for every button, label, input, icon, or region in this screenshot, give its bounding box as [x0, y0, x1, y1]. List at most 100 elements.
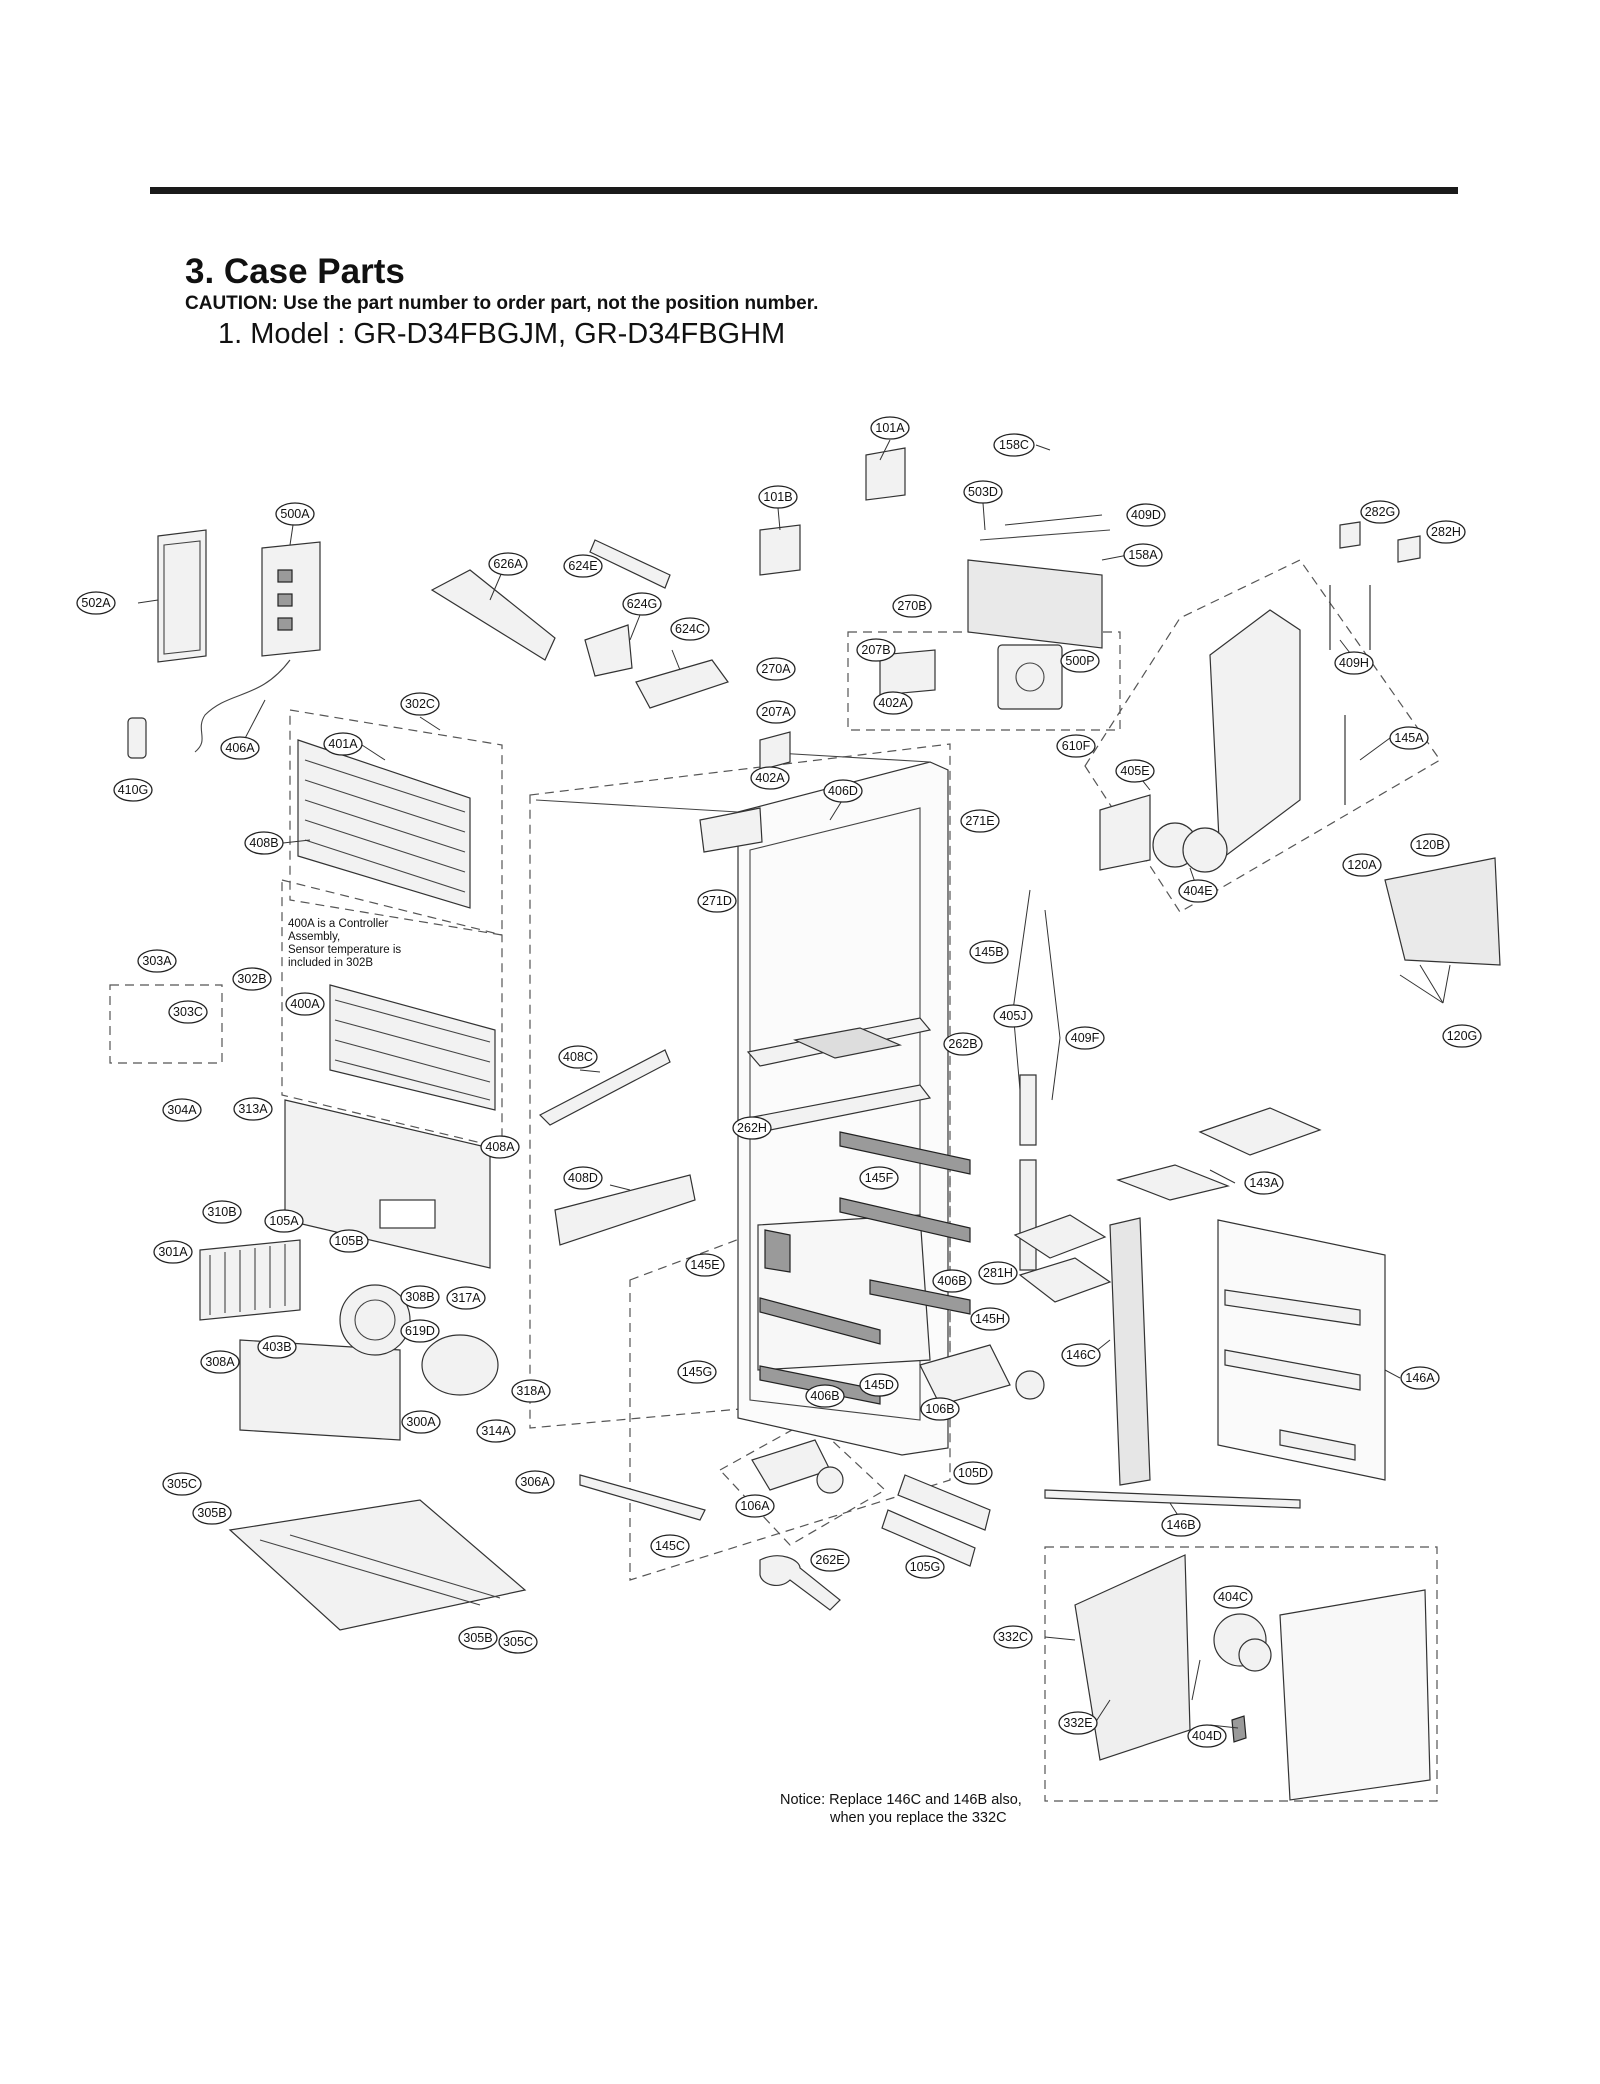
callout-101B: 101B [758, 485, 798, 509]
callout-610F: 610F [1056, 734, 1096, 758]
callout-401A: 401A [323, 732, 363, 756]
svg-text:403B: 403B [262, 1340, 291, 1354]
svg-text:404C: 404C [1218, 1590, 1248, 1604]
callout-145C: 145C [650, 1534, 690, 1558]
callout-270B: 270B [892, 594, 932, 618]
callout-105G: 105G [905, 1555, 945, 1579]
callout-158C: 158C [993, 433, 1035, 457]
callout-105D: 105D [953, 1461, 993, 1485]
callout-282G: 282G [1360, 500, 1400, 524]
callout-406D: 406D [823, 779, 863, 803]
svg-text:105A: 105A [269, 1214, 299, 1228]
callout-305C-left: 305C [162, 1472, 202, 1496]
svg-text:101A: 101A [875, 421, 905, 435]
svg-text:120G: 120G [1447, 1029, 1478, 1043]
callout-145A: 145A [1389, 726, 1429, 750]
svg-text:207B: 207B [861, 643, 890, 657]
svg-text:300A: 300A [406, 1415, 436, 1429]
callout-408A: 408A [480, 1135, 520, 1159]
svg-text:270A: 270A [761, 662, 791, 676]
callout-410G: 410G [113, 778, 153, 802]
callout-408C: 408C [558, 1045, 598, 1069]
svg-text:405J: 405J [999, 1009, 1026, 1023]
controller-and-cover [127, 529, 321, 759]
callout-500P: 500P [1060, 649, 1100, 673]
callout-500A: 500A [275, 502, 315, 526]
callout-306A: 306A [515, 1470, 555, 1494]
svg-text:308B: 308B [405, 1290, 434, 1304]
callout-502A: 502A [76, 591, 116, 615]
svg-text:409D: 409D [1131, 508, 1161, 522]
callout-305C: 305C [498, 1630, 538, 1654]
callout-301A: 301A [153, 1240, 193, 1264]
callout-271E: 271E [960, 809, 1000, 833]
svg-text:105B: 105B [334, 1234, 363, 1248]
svg-text:105G: 105G [910, 1560, 941, 1574]
svg-text:145F: 145F [865, 1171, 894, 1185]
callout-106B: 106B [920, 1397, 960, 1421]
svg-text:282H: 282H [1431, 525, 1461, 539]
callout-318A: 318A [511, 1379, 551, 1403]
callout-404C: 404C [1213, 1585, 1253, 1609]
callout-262H: 262H [732, 1116, 772, 1140]
callout-270A: 270A [756, 657, 796, 681]
callout-105B: 105B [329, 1229, 369, 1253]
callout-302B: 302B [232, 967, 272, 991]
svg-text:310B: 310B [207, 1205, 236, 1219]
refrigerator-cabinet [535, 751, 949, 1456]
callout-409D: 409D [1126, 503, 1166, 527]
svg-text:408B: 408B [249, 836, 278, 850]
svg-text:409H: 409H [1339, 656, 1369, 670]
callout-271D: 271D [697, 889, 737, 913]
svg-text:146C: 146C [1066, 1348, 1096, 1362]
svg-text:619D: 619D [405, 1324, 435, 1338]
shelves-and-covers [538, 1049, 1386, 1521]
svg-text:106B: 106B [925, 1402, 954, 1416]
callout-305B-left: 305B [192, 1501, 232, 1525]
callout-404E: 404E [1178, 879, 1218, 903]
svg-text:146A: 146A [1405, 1371, 1435, 1385]
callout-402A: 402A [750, 766, 790, 790]
svg-text:402A: 402A [755, 771, 785, 785]
svg-text:308A: 308A [205, 1355, 235, 1369]
callout-207B: 207B [856, 638, 896, 662]
callout-106A: 106A [735, 1494, 775, 1518]
callout-158A: 158A [1123, 543, 1163, 567]
callout-146C: 146C [1061, 1343, 1101, 1367]
callout-624G: 624G [622, 592, 662, 616]
callout-406B: 406B [805, 1384, 845, 1408]
callout-308B: 308B [400, 1285, 440, 1309]
svg-text:402A: 402A [878, 696, 908, 710]
svg-text:306A: 306A [520, 1475, 550, 1489]
svg-text:281H: 281H [983, 1266, 1013, 1280]
svg-text:626A: 626A [493, 557, 523, 571]
svg-text:271D: 271D [702, 894, 732, 908]
coil-assemblies [199, 739, 496, 1321]
svg-text:610F: 610F [1062, 739, 1091, 753]
model-line: 1. Model : GR-D34FBGJM, GR-D34FBGHM [218, 318, 786, 350]
callout-143A: 143A [1244, 1171, 1284, 1195]
callout-310B: 310B [202, 1200, 242, 1224]
callout-624E: 624E [563, 554, 603, 578]
svg-text:400A: 400A [290, 997, 320, 1011]
callout-404D: 404D [1187, 1724, 1227, 1748]
callout-406A: 406A [220, 736, 260, 760]
callout-145E: 145E [685, 1253, 725, 1277]
callout-402A-top: 402A [873, 691, 913, 715]
callout-405J: 405J [993, 1004, 1033, 1028]
svg-text:270B: 270B [897, 599, 926, 613]
svg-text:105D: 105D [958, 1466, 988, 1480]
svg-text:158A: 158A [1128, 548, 1158, 562]
svg-text:106A: 106A [740, 1499, 770, 1513]
callout-403B: 403B [257, 1335, 297, 1359]
callout-145B: 145B [969, 940, 1009, 964]
svg-text:101B: 101B [763, 490, 792, 504]
svg-text:145H: 145H [975, 1312, 1005, 1326]
svg-text:405E: 405E [1120, 764, 1149, 778]
callout-308A: 308A [200, 1350, 240, 1374]
svg-text:262E: 262E [815, 1553, 844, 1567]
callout-145H: 145H [970, 1307, 1010, 1331]
svg-text:120B: 120B [1415, 838, 1444, 852]
callout-313A: 313A [233, 1097, 273, 1121]
